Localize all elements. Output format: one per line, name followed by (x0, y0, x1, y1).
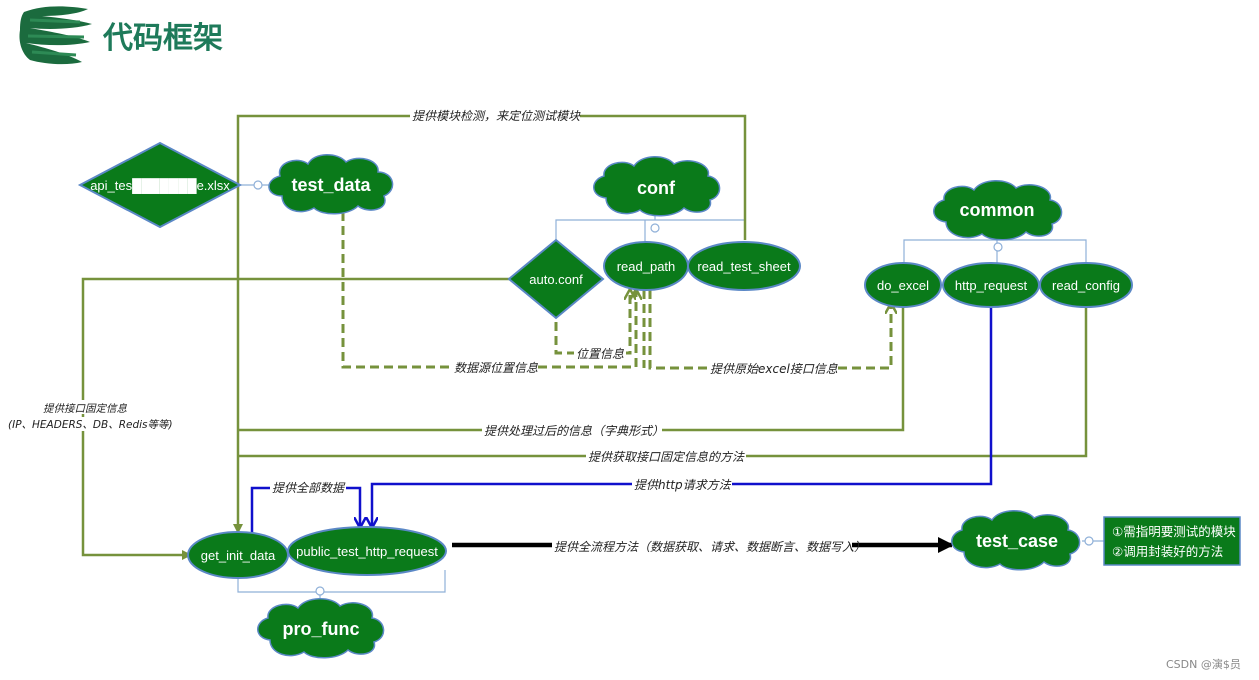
label-fixed-info-line2: (IP、HEADERS、DB、Redis等等) (8, 419, 173, 431)
get-fixed-info-line (238, 305, 1088, 458)
raw-excel-info-line (648, 290, 891, 370)
common-cloud: common (933, 180, 1063, 241)
note-line-1: ①需指明要测试的模块 (1112, 524, 1236, 539)
conf-cloud: conf (593, 156, 721, 217)
pro-func-label: pro_func (282, 619, 359, 639)
processed-info-line (238, 300, 905, 432)
olive-dashed-lines (341, 212, 891, 370)
test-data-label: test_data (291, 175, 371, 195)
do-excel-node: do_excel (864, 262, 942, 308)
http-request-label: http_request (955, 278, 1028, 293)
label-fixed-info-line1: 提供接口固定信息 (43, 403, 127, 415)
read-config-label: read_config (1052, 278, 1120, 293)
auto-conf-node: auto.conf (507, 238, 605, 320)
page-title: 代码框架 (102, 21, 223, 56)
read-path-node: read_path (603, 241, 689, 291)
auto-conf-label: auto.conf (529, 272, 583, 287)
label-full-flow: 提供全流程方法（数据获取、请求、数据断言、数据写入） (554, 540, 866, 554)
testcase-to-note-link (1082, 536, 1104, 546)
label-module-detect: 提供模块检测，来定位测试模块 (412, 109, 581, 123)
read-path-label: read_path (617, 259, 676, 274)
watermark: CSDN @演$员 (1166, 657, 1241, 671)
api-file-node: api_tes███████e.xlsx (77, 141, 243, 229)
read-test-sheet-node: read_test_sheet (687, 241, 801, 291)
public-test-http-request-node: public_test_http_request (287, 526, 447, 576)
pro-func-cloud: pro_func (257, 598, 385, 659)
label-location-info: 位置信息 (576, 347, 624, 361)
label-processed-info: 提供处理过后的信息（字典形式） (484, 424, 664, 438)
common-label: common (959, 200, 1034, 220)
api-file-label: api_tes███████e.xlsx (90, 178, 230, 194)
http-request-node: http_request (942, 262, 1040, 308)
do-excel-label: do_excel (877, 278, 929, 293)
public-test-http-request-label: public_test_http_request (296, 544, 438, 559)
test-case-note: ①需指明要测试的模块 ②调用封装好的方法 (1103, 516, 1241, 566)
read-test-sheet-label: read_test_sheet (697, 259, 791, 274)
green-brush-stroke-icon (19, 6, 92, 65)
location-info-line (554, 290, 630, 355)
http-method-line (372, 305, 993, 527)
label-data-source-location: 数据源位置信息 (454, 361, 538, 375)
get-init-data-label: get_init_data (201, 548, 276, 563)
label-get-fixed-info-method: 提供获取接口固定信息的方法 (588, 450, 745, 464)
label-all-data: 提供全部数据 (272, 481, 346, 495)
get-init-data-node: get_init_data (187, 531, 289, 579)
header: 代码框架 (19, 6, 223, 65)
note-line-2: ②调用封装好的方法 (1112, 544, 1223, 559)
test-case-cloud: test_case (951, 510, 1081, 571)
conf-label: conf (637, 178, 676, 198)
read-config-node: read_config (1039, 262, 1133, 308)
edge-labels: 提供模块检测，来定位测试模块 数据源位置信息 位置信息 提供原始excel接口信… (6, 107, 866, 554)
blue-lines (250, 305, 993, 535)
label-http-method: 提供http请求方法 (634, 478, 732, 492)
pro-func-group-bracket (237, 570, 446, 602)
test-case-label: test_case (976, 531, 1058, 551)
data-source-location-line (341, 212, 636, 369)
label-raw-excel-info: 提供原始excel接口信息 (710, 362, 838, 376)
test-data-cloud: test_data (268, 154, 394, 215)
